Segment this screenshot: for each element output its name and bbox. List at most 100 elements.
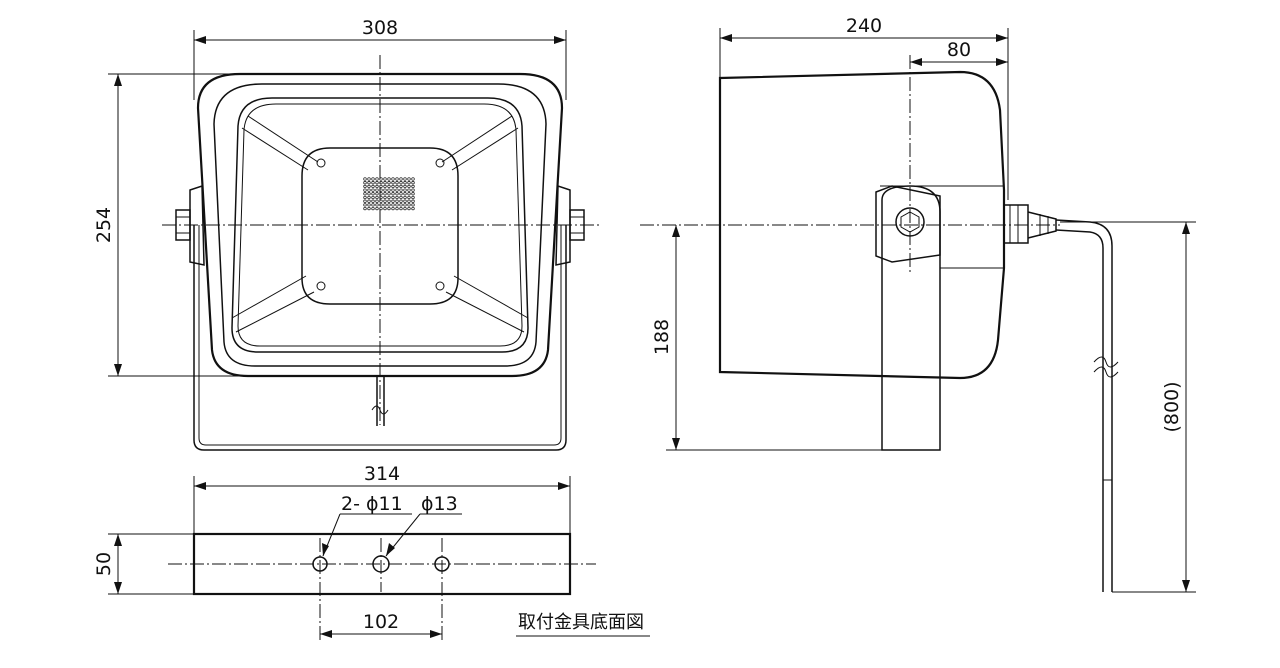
grille-dot (375, 192, 379, 196)
grille-dot (387, 206, 391, 211)
dim-side-height: 188 (651, 225, 882, 451)
leader-hole-large: ϕ13 (385, 493, 462, 557)
front-screw-tl (316, 158, 326, 168)
grille-dot (387, 192, 391, 196)
grille-dot (367, 177, 371, 181)
dim-label-240: 240 (846, 15, 882, 37)
grille-dot (407, 192, 411, 196)
grille-dot (407, 188, 411, 192)
grille-dot (363, 206, 367, 211)
grille-dot (363, 195, 367, 200)
dim-label-308: 308 (362, 17, 398, 39)
grille-dot (395, 206, 399, 211)
grille-dot (407, 199, 411, 203)
grille-dot (411, 203, 415, 207)
grille-dot (391, 206, 395, 211)
side-view (640, 55, 1119, 592)
grille-dot (395, 177, 399, 181)
grille-dot (383, 203, 387, 207)
grille-dot (399, 206, 403, 211)
dim-side-depth: 240 (719, 15, 1009, 200)
bracket-hole-right (434, 556, 450, 572)
side-cable-inner (1055, 229, 1104, 592)
dim-bracket-width: 314 (193, 463, 571, 534)
grille-dot (367, 184, 371, 189)
grille-dot (371, 206, 375, 211)
grille-dot (403, 188, 407, 192)
grille-dot (367, 199, 371, 203)
dim-label-800: (800) (1161, 381, 1183, 432)
grille-dot (403, 199, 407, 203)
grille-dot (379, 177, 383, 181)
grille-dot (371, 192, 375, 196)
grille-dot (371, 188, 375, 192)
grille-dot (391, 184, 395, 189)
grille-dot (411, 206, 415, 211)
grille-dot (363, 177, 367, 181)
grille-dot (387, 177, 391, 181)
grille-dot (395, 192, 399, 196)
grille-dot (371, 177, 375, 181)
bracket-view-caption: 取付金具底面図 (518, 612, 644, 633)
grille-dot (367, 206, 371, 211)
dim-hole-pitch: 102 (320, 611, 442, 638)
grille-dot (399, 188, 403, 192)
grille-dot (407, 177, 411, 181)
dim-label-102: 102 (363, 611, 399, 633)
bracket-plate (192, 532, 572, 596)
grille-dot (403, 206, 407, 211)
grille-dot (399, 192, 403, 196)
grille-dot (399, 199, 403, 203)
bracket-bottom-view (168, 532, 596, 640)
grille-dot (407, 203, 411, 207)
grille-dot (363, 199, 367, 203)
grille-dot (403, 195, 407, 200)
grille-dot (391, 181, 395, 185)
grille-dot (407, 181, 411, 185)
grille-dot (367, 203, 371, 207)
bracket-hole-center (372, 555, 390, 573)
grille-dot (403, 181, 407, 185)
grille-dot (371, 199, 375, 203)
side-pivot-bolt (895, 207, 925, 237)
grille-dot (411, 195, 415, 200)
front-bracket (193, 225, 567, 451)
grille-dot (383, 181, 387, 185)
side-connector (1003, 204, 1029, 244)
grille-dot (387, 203, 391, 207)
grille-dot (391, 177, 395, 181)
grille-dot (387, 181, 391, 185)
front-driver-plate (301, 147, 459, 305)
grille-dot (391, 195, 395, 200)
front-housing-outer (196, 72, 564, 378)
grille-dot (403, 192, 407, 196)
grille-dot (399, 203, 403, 207)
grille-dot (387, 188, 391, 192)
grille-dot (391, 192, 395, 196)
dim-label-50: 50 (93, 552, 115, 576)
leader-hole-small: 2- ϕ11 (322, 493, 412, 557)
dim-front-height: 254 (93, 73, 248, 377)
grille-dot (375, 203, 379, 207)
grille-dot (363, 203, 367, 207)
dim-front-width: 308 (193, 17, 567, 100)
grille-dot (395, 181, 399, 185)
grille-dot (387, 184, 391, 189)
grille-dot (375, 177, 379, 181)
bracket-hole-left (312, 556, 328, 572)
grille-dot (395, 188, 399, 192)
grille-dot (407, 206, 411, 211)
dim-cable-length: (800) (1060, 221, 1196, 593)
grille-dot (383, 177, 387, 181)
grille-dot (391, 188, 395, 192)
grille-dot (379, 203, 383, 207)
grille-dot (379, 206, 383, 211)
grille-dot (375, 195, 379, 200)
dim-side-offset: 80 (910, 39, 1008, 66)
grille-dot (383, 206, 387, 211)
front-screw-bl (316, 281, 326, 291)
grille-dot (363, 188, 367, 192)
grille-dot (363, 184, 367, 189)
grille-dot (395, 203, 399, 207)
front-view (162, 55, 602, 451)
